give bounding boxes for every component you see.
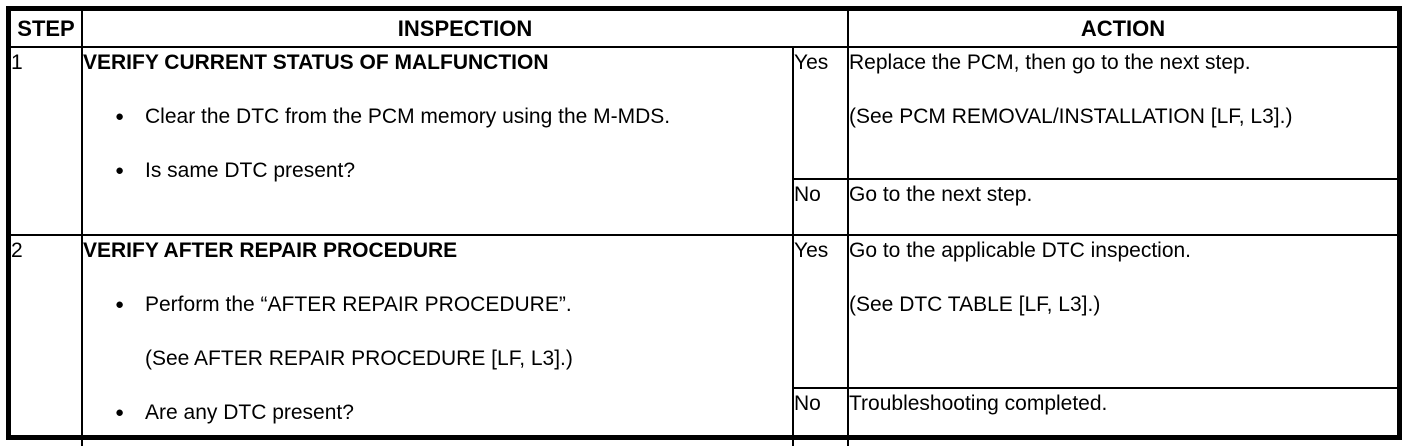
table-row: No Troubleshooting completed. (11, 386, 1398, 446)
action-cell: Go to the next step. (847, 178, 1398, 236)
column-header-step: STEP (10, 10, 83, 48)
bullet-text: Perform the “AFTER REPAIR PROCEDURE”. (145, 293, 572, 316)
bullet-icon: ● (115, 162, 125, 179)
table-row: No Go to the next step. (11, 178, 1398, 236)
see-reference-note: (See AFTER REPAIR PROCEDURE [LF, L3].) (145, 347, 573, 370)
inspection-bullet-item: ● Perform the “AFTER REPAIR PROCEDURE”. (83, 290, 792, 320)
table-row: 1 VERIFY CURRENT STATUS OF MALFUNCTION ●… (10, 46, 1398, 236)
bullet-icon: ● (115, 404, 125, 421)
inspection-bullet-item: ● Clear the DTC from the PCM memory usin… (83, 102, 792, 132)
action-cell: Troubleshooting completed. (847, 386, 1398, 446)
bullet-text: Are any DTC present? (145, 401, 354, 424)
action-text: Replace the PCM, then go to the next ste… (849, 51, 1251, 74)
step-number-cell: 2 (10, 234, 83, 446)
inspection-title: VERIFY AFTER REPAIR PROCEDURE (83, 239, 458, 262)
inspection-cell: VERIFY CURRENT STATUS OF MALFUNCTION ● C… (81, 46, 794, 236)
column-header-inspection: INSPECTION (81, 10, 849, 48)
bullet-text: Clear the DTC from the PCM memory using … (145, 105, 671, 128)
table-header-row: STEP INSPECTION ACTION (10, 10, 1398, 48)
table-row: 2 VERIFY AFTER REPAIR PROCEDURE ● Perfor… (10, 234, 1398, 446)
action-text: Go to the next step. (849, 183, 1033, 206)
inspection-bullet-item: ● Are any DTC present? (83, 398, 792, 428)
inspection-title: VERIFY CURRENT STATUS OF MALFUNCTION (83, 51, 549, 74)
action-reference: (See PCM REMOVAL/INSTALLATION [LF, L3].) (849, 105, 1293, 128)
action-text: Troubleshooting completed. (849, 391, 1108, 415)
bullet-text: Is same DTC present? (145, 159, 356, 182)
inspection-cell: VERIFY AFTER REPAIR PROCEDURE ● Perform … (81, 234, 794, 446)
dtc-troubleshooting-table: STEP INSPECTION ACTION 1 VERIFY CURRENT … (10, 10, 1398, 446)
action-cell: Replace the PCM, then go to the next ste… (847, 46, 1398, 180)
action-reference: (See DTC TABLE [LF, L3].) (849, 293, 1101, 316)
inspection-bullet-item: ● Is same DTC present? (83, 156, 792, 186)
answer-yes-cell: Yes (792, 234, 849, 389)
column-header-action: ACTION (847, 10, 1398, 48)
answer-no-cell: No (792, 386, 849, 446)
step-number-cell: 1 (10, 46, 83, 236)
action-text: Go to the applicable DTC inspection. (849, 239, 1192, 262)
answer-no-cell: No (792, 178, 849, 236)
bullet-icon: ● (115, 108, 125, 125)
bullet-icon: ● (115, 296, 125, 313)
table-outer-frame: STEP INSPECTION ACTION 1 VERIFY CURRENT … (6, 6, 1402, 446)
answer-yes-cell: Yes (792, 46, 849, 180)
action-cell: Go to the applicable DTC inspection. (Se… (847, 234, 1398, 389)
